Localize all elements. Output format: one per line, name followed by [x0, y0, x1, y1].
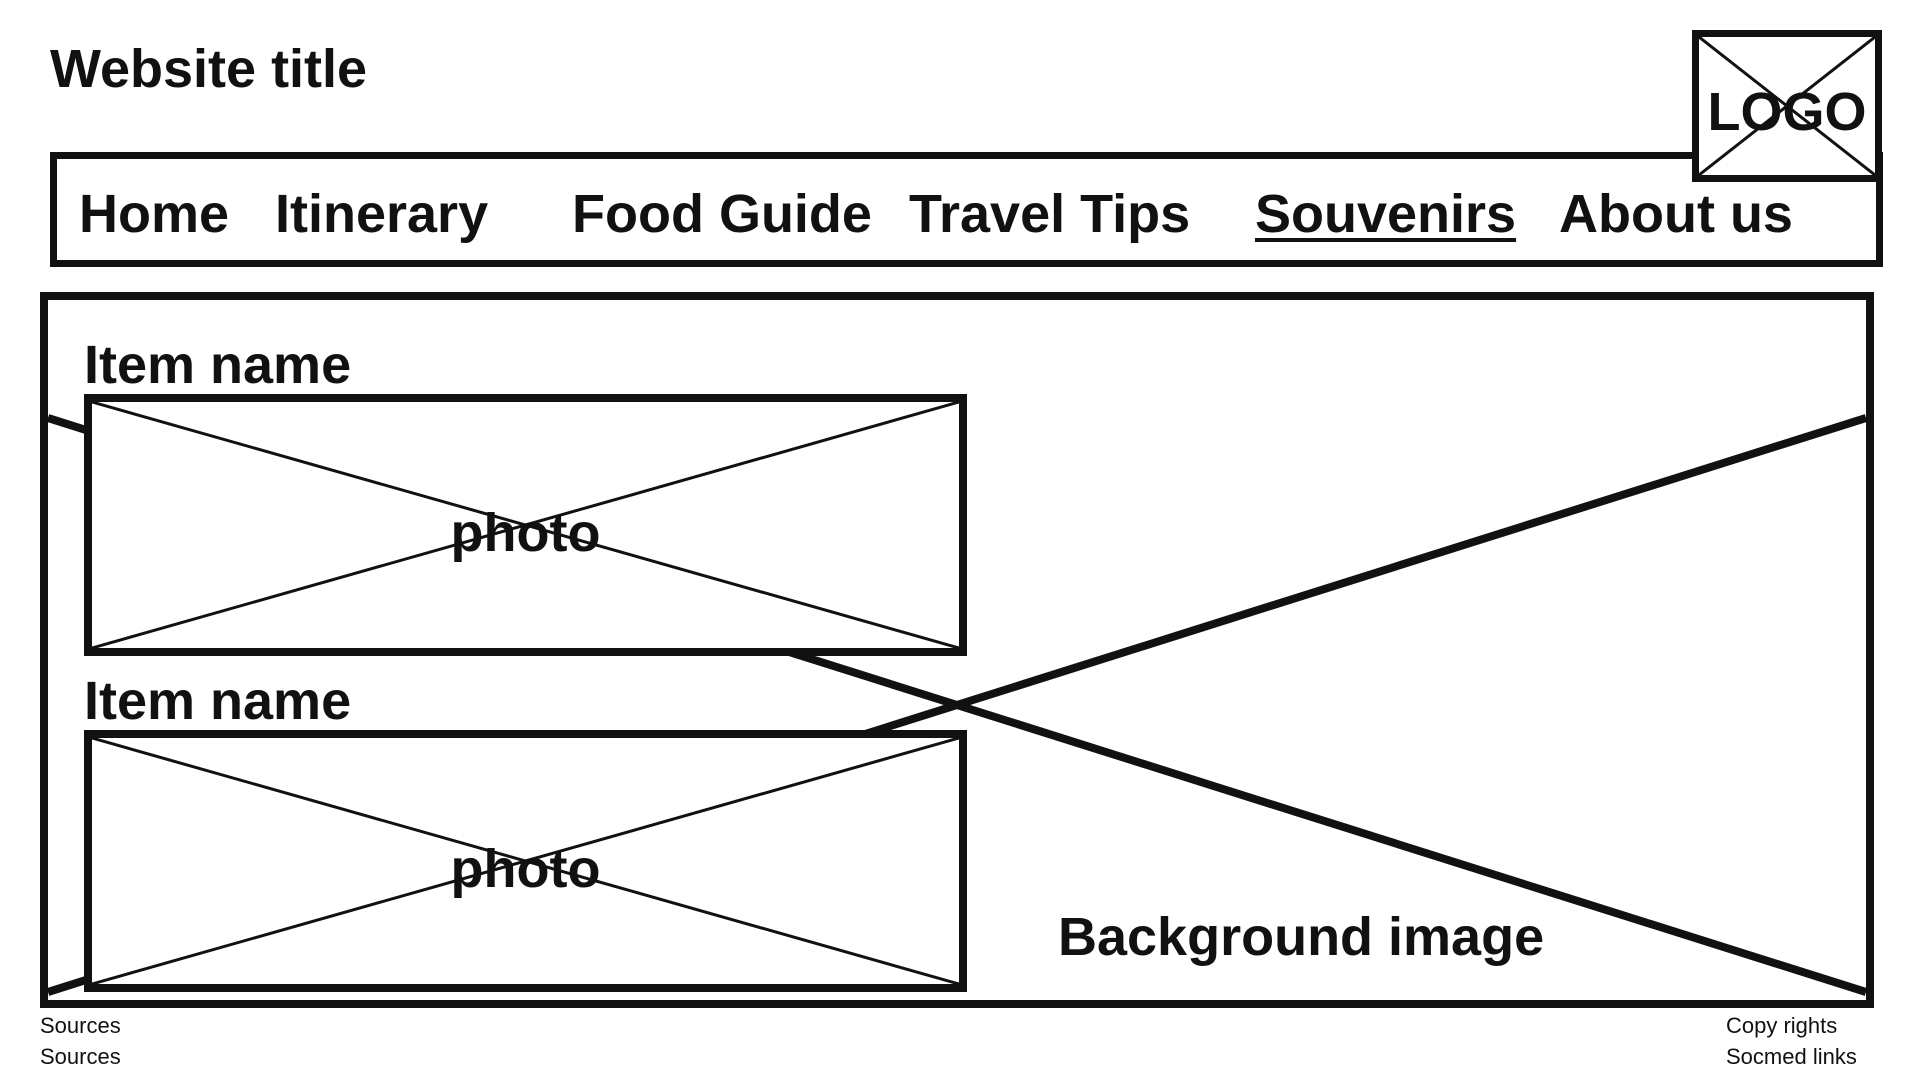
photo-label: photo	[450, 839, 601, 899]
footer-meta: Copy rights Socmed links	[1726, 1010, 1857, 1072]
nav-home[interactable]: Home	[79, 184, 230, 244]
nav-food-guide[interactable]: Food Guide	[572, 184, 872, 244]
footer-socmed-links[interactable]: Socmed links	[1726, 1044, 1857, 1069]
nav-souvenirs[interactable]: Souvenirs	[1255, 184, 1517, 244]
nav-about-us[interactable]: About us	[1559, 184, 1793, 244]
nav-travel-tips[interactable]: Travel Tips	[909, 184, 1191, 244]
logo-text: LOGO	[1707, 82, 1867, 142]
nav-itinerary[interactable]: Itinerary	[275, 184, 489, 244]
item-photo[interactable]: photo	[84, 394, 967, 656]
logo-placeholder-icon	[1699, 37, 1875, 175]
site-title: Website title	[50, 39, 368, 99]
footer-link-sources[interactable]: Sources	[40, 1013, 121, 1038]
background-image-label: Background image	[1058, 907, 1545, 967]
photo-label: photo	[450, 503, 601, 563]
footer-link-sources[interactable]: Sources	[40, 1044, 121, 1069]
footer-sources: Sources Sources	[40, 1010, 121, 1072]
footer-copyright: Copy rights	[1726, 1013, 1838, 1038]
photo-placeholder-icon	[92, 402, 959, 648]
main-content: Item name photo Item name photo Backgrou…	[40, 292, 1874, 1008]
photo-placeholder-icon	[92, 738, 959, 984]
item-name: Item name	[84, 335, 352, 395]
item-photo[interactable]: photo	[84, 730, 967, 992]
main-nav: Home Itinerary Food Guide Travel Tips So…	[50, 152, 1883, 267]
item-name: Item name	[84, 671, 352, 731]
logo[interactable]: LOGO	[1692, 30, 1882, 182]
